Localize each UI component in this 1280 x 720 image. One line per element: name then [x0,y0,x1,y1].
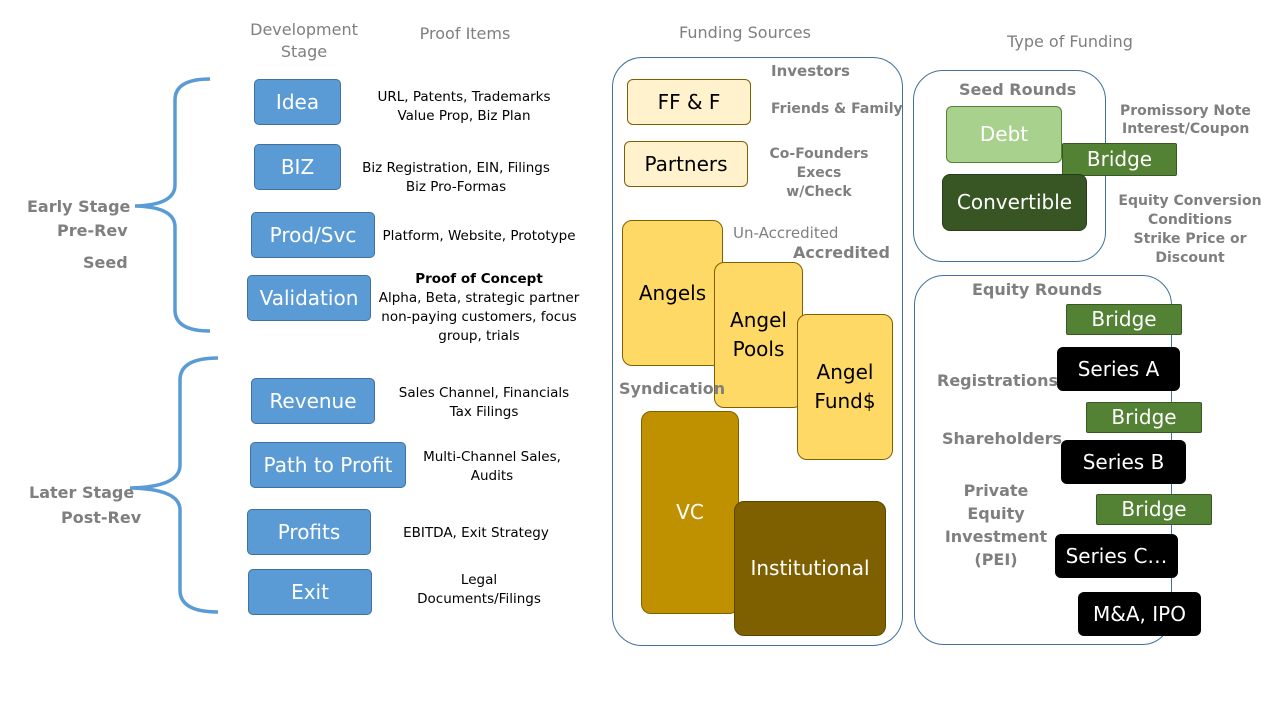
partners-box: Partners [624,141,748,187]
proof-exit: Legal Documents/Filings [417,572,541,607]
pei-label: Private Equity Investment (PEI) [944,481,1048,569]
angel-funds-box: Angel Fund$ [797,314,893,460]
convertible-box: Convertible [942,174,1087,231]
early-stage-brace [134,77,211,333]
later-stage-label: Later Stage [29,483,135,502]
seed-rounds-title: Seed Rounds [959,80,1077,99]
shareholders-label: Shareholders [942,429,1063,448]
series-c-box: Series C… [1055,534,1178,578]
interest-coupon-label: Interest/Coupon [1122,121,1250,137]
equity-bridge-3: Bridge [1096,494,1212,525]
debt-box: Debt [946,106,1062,163]
early-stage-label: Early Stage [27,197,131,216]
proof-validation: Proof of Concept Alpha, Beta, strategic … [369,270,589,346]
friends-family-note: Friends & Family [771,101,903,117]
stage-path-to-profit: Path to Profit [250,442,406,488]
type-of-funding-header: Type of Funding [1007,32,1133,51]
partners-note: Co-Founders Execs w/Check [769,146,869,200]
seed-label: Seed [83,253,128,272]
proof-validation-text: Alpha, Beta, strategic partner non-payin… [378,290,580,344]
proof-profits: EBITDA, Exit Strategy [403,525,549,541]
proof-biz: Biz Registration, EIN, Filings Biz Pro-F… [362,160,550,195]
stage-biz: BIZ [254,144,341,190]
investors-label: Investors [771,62,850,80]
proof-of-concept-label: Proof of Concept [415,271,543,287]
ma-ipo-box: M&A, IPO [1078,592,1201,636]
proof-revenue: Sales Channel, Financials Tax Filings [398,385,570,420]
angel-pools-box: Angel Pools [714,262,803,408]
equity-bridge-1: Bridge [1066,304,1182,335]
proof-idea: URL, Patents, Trademarks Value Prop, Biz… [377,89,551,124]
later-stage-brace [129,356,219,614]
stage-idea: Idea [254,79,341,125]
syndication-label: Syndication [619,379,726,398]
equity-conversion-note: Equity Conversion Conditions Strike Pric… [1118,193,1262,266]
proof-prod-svc: Platform, Website, Prototype [382,228,576,244]
proof-items-header: Proof Items [419,24,511,43]
funding-sources-panel [612,57,903,646]
series-a-box: Series A [1057,347,1180,391]
seed-bridge-box: Bridge [1062,143,1177,176]
stage-profits: Profits [247,509,371,555]
stage-prod-svc: Prod/Svc [251,212,375,258]
equity-rounds-title: Equity Rounds [972,280,1102,299]
unaccredited-label: Un-Accredited [733,224,839,242]
pre-rev-label: Pre-Rev [57,221,128,240]
stage-validation: Validation [247,275,371,321]
institutional-box: Institutional [734,501,886,636]
funding-sources-header: Funding Sources [679,23,811,42]
post-rev-label: Post-Rev [61,508,142,527]
registrations-label: Registrations [937,371,1059,390]
development-stage-header: Development Stage [250,20,358,61]
accredited-label: Accredited [793,243,890,262]
ff-f-box: FF & F [627,79,751,125]
stage-revenue: Revenue [251,378,375,424]
proof-path-to-profit: Multi-Channel Sales, Audits [423,449,561,484]
vc-box: VC [641,411,739,614]
angels-box: Angels [622,220,723,366]
equity-bridge-2: Bridge [1086,402,1202,433]
stage-exit: Exit [248,569,372,615]
series-b-box: Series B [1061,440,1186,484]
promissory-note-label: Promissory Note [1120,103,1251,119]
